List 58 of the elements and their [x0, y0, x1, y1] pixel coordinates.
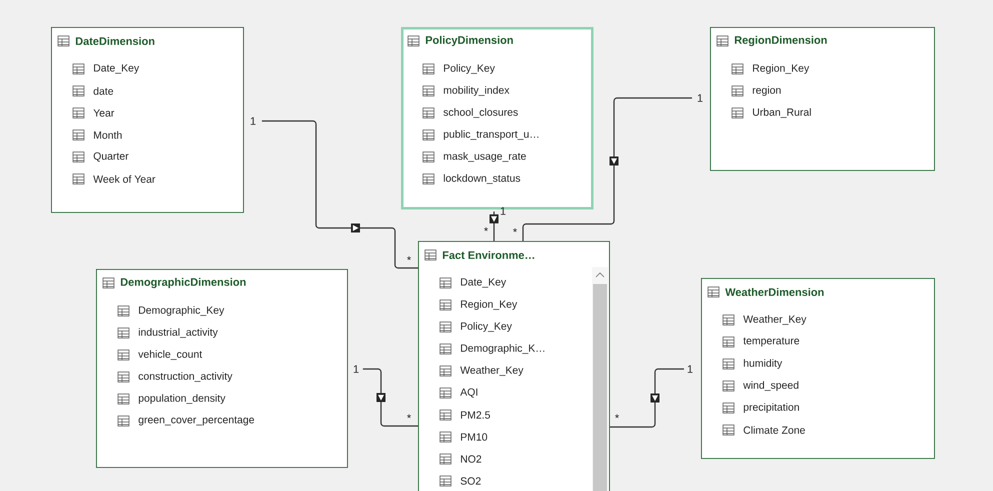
- relationship-line: [490, 212, 498, 241]
- table-title: PolicyDimension: [426, 36, 513, 46]
- column-name: public_transport_u…: [444, 130, 538, 140]
- column-name: temperature: [743, 338, 800, 346]
- cardinality-label: 1: [698, 94, 703, 102]
- table-title: DateDimension: [76, 36, 154, 46]
- column-name: population_density: [138, 394, 226, 404]
- column-name: PM10: [461, 433, 488, 441]
- column-name: Year: [93, 109, 114, 117]
- table-title: WeatherDimension: [725, 288, 824, 296]
- cardinality-label: *: [407, 414, 411, 418]
- cardinality-label: *: [407, 256, 411, 260]
- column-name: Urban_Rural: [753, 108, 811, 118]
- column-name: industrial_activity: [138, 328, 218, 338]
- column-name: mobility_index: [444, 86, 510, 96]
- table-title: DemographicDimension: [120, 278, 246, 288]
- relationship-line: [362, 368, 418, 427]
- table-title: Fact Environme…: [442, 250, 534, 260]
- column-name: green_cover_percentage: [138, 416, 254, 426]
- column-name: PM2.5: [461, 411, 490, 419]
- cardinality-label: 1: [250, 117, 256, 125]
- column-name: mask_usage_rate: [444, 152, 526, 162]
- column-name: Weather_Key: [743, 315, 806, 325]
- column-name: Month: [94, 131, 122, 139]
- column-name: Policy_Key: [461, 322, 512, 332]
- column-name: Weather_Key: [460, 366, 524, 376]
- cardinality-label: 1: [500, 207, 506, 215]
- table-title: RegionDimension: [734, 36, 827, 46]
- column-name: humidity: [744, 359, 782, 369]
- column-name: precipitation: [744, 403, 799, 413]
- column-name: Week of Year: [93, 175, 156, 183]
- cardinality-label: *: [484, 227, 488, 232]
- column-name: Region_Key: [753, 64, 810, 74]
- column-name: vehicle_count: [138, 350, 202, 360]
- column-name: Demographic_K…: [461, 344, 544, 354]
- column-name: Policy_Key: [444, 64, 495, 74]
- cardinality-label: *: [615, 414, 619, 418]
- column-name: construction_activity: [138, 372, 232, 382]
- column-name: region: [752, 86, 781, 96]
- column-name: Quarter: [94, 152, 128, 162]
- column-name: NO2: [461, 455, 482, 463]
- cardinality-label: 1: [354, 365, 359, 373]
- column-name: Climate Zone: [744, 426, 805, 434]
- cardinality-label: 1: [688, 365, 693, 373]
- column-name: wind_speed: [743, 381, 798, 391]
- column-name: lockdown_status: [444, 174, 520, 184]
- relationship-line: [522, 97, 692, 241]
- column-name: Demographic_Key: [139, 306, 224, 316]
- column-name: AQI: [460, 388, 478, 398]
- column-name: Region_Key: [461, 300, 518, 310]
- column-name: SO2: [460, 477, 481, 485]
- column-name: Date_Key: [461, 278, 506, 288]
- relationship-line: [262, 120, 418, 269]
- relationship-line: [610, 368, 684, 428]
- column-name: school_closures: [444, 108, 518, 118]
- column-name: Date_Key: [94, 64, 140, 74]
- cardinality-label: *: [513, 228, 517, 232]
- column-name: date: [94, 87, 114, 95]
